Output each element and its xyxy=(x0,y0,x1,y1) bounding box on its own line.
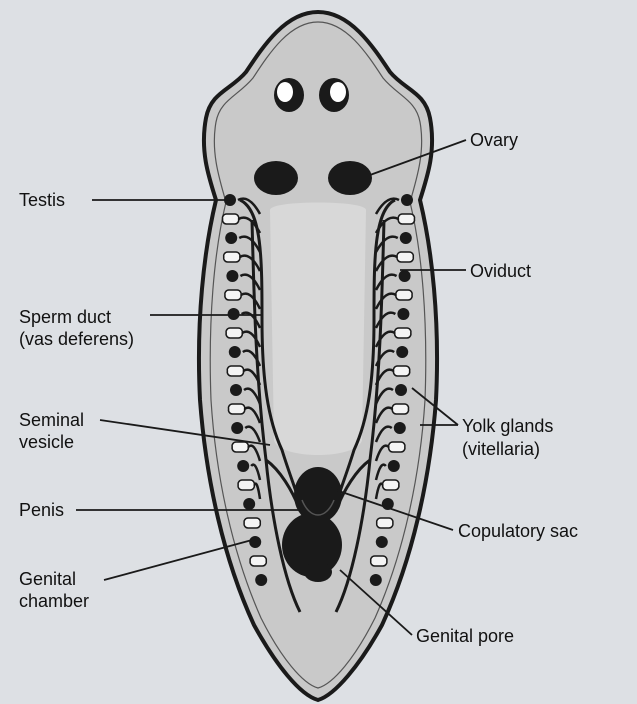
label-sperm-duct-sub: (vas deferens) xyxy=(19,328,134,350)
label-sperm-duct: Sperm duct xyxy=(19,306,111,328)
testis-follicle xyxy=(255,574,267,586)
label-vitellaria: (vitellaria) xyxy=(462,438,540,460)
yolk-gland xyxy=(224,252,240,262)
label-penis: Penis xyxy=(19,499,64,521)
yolk-gland xyxy=(225,290,241,300)
testis-follicle xyxy=(237,460,249,472)
testis-follicle xyxy=(249,536,261,548)
label-ovary: Ovary xyxy=(470,129,518,151)
testis-follicle xyxy=(400,232,412,244)
yolk-gland xyxy=(389,442,405,452)
label-genital-pore: Genital pore xyxy=(416,625,514,647)
yolk-gland xyxy=(227,366,243,376)
testis-follicle xyxy=(376,536,388,548)
yolk-gland xyxy=(244,518,260,528)
testis-follicle xyxy=(231,422,243,434)
yolk-gland xyxy=(222,214,238,224)
testis-follicle xyxy=(401,194,413,206)
yolk-gland xyxy=(228,404,244,414)
testis-follicle xyxy=(230,384,242,396)
testis-follicle xyxy=(395,384,407,396)
yolk-gland xyxy=(371,556,387,566)
yolk-gland xyxy=(393,366,409,376)
yolk-gland xyxy=(232,442,248,452)
testis-follicle xyxy=(397,308,409,320)
label-chamber: chamber xyxy=(19,590,89,612)
label-seminal: Seminal xyxy=(19,409,84,431)
testis-follicle xyxy=(394,422,406,434)
yolk-gland xyxy=(250,556,266,566)
yolk-gland xyxy=(392,404,408,414)
yolk-gland xyxy=(397,252,413,262)
label-vesicle: vesicle xyxy=(19,431,74,453)
testis-follicle xyxy=(399,270,411,282)
testis-follicle xyxy=(229,346,241,358)
testis-follicle xyxy=(226,270,238,282)
yolk-gland xyxy=(383,480,399,490)
yolk-gland xyxy=(395,328,411,338)
testis-follicle xyxy=(396,346,408,358)
yolk-gland xyxy=(238,480,254,490)
yolk-gland xyxy=(398,214,414,224)
testis-follicle xyxy=(243,498,255,510)
testis-follicle xyxy=(370,574,382,586)
label-yolk-glands: Yolk glands xyxy=(462,415,553,437)
testis-follicle xyxy=(225,232,237,244)
testis-follicle xyxy=(228,308,240,320)
central-gut xyxy=(270,203,366,456)
yolk-gland xyxy=(377,518,393,528)
label-copulatory-sac: Copulatory sac xyxy=(458,520,578,542)
label-testis: Testis xyxy=(19,189,65,211)
testis-follicle xyxy=(388,460,400,472)
yolk-gland xyxy=(396,290,412,300)
label-oviduct: Oviduct xyxy=(470,260,531,282)
yolk-gland xyxy=(226,328,242,338)
label-genital: Genital xyxy=(19,568,76,590)
